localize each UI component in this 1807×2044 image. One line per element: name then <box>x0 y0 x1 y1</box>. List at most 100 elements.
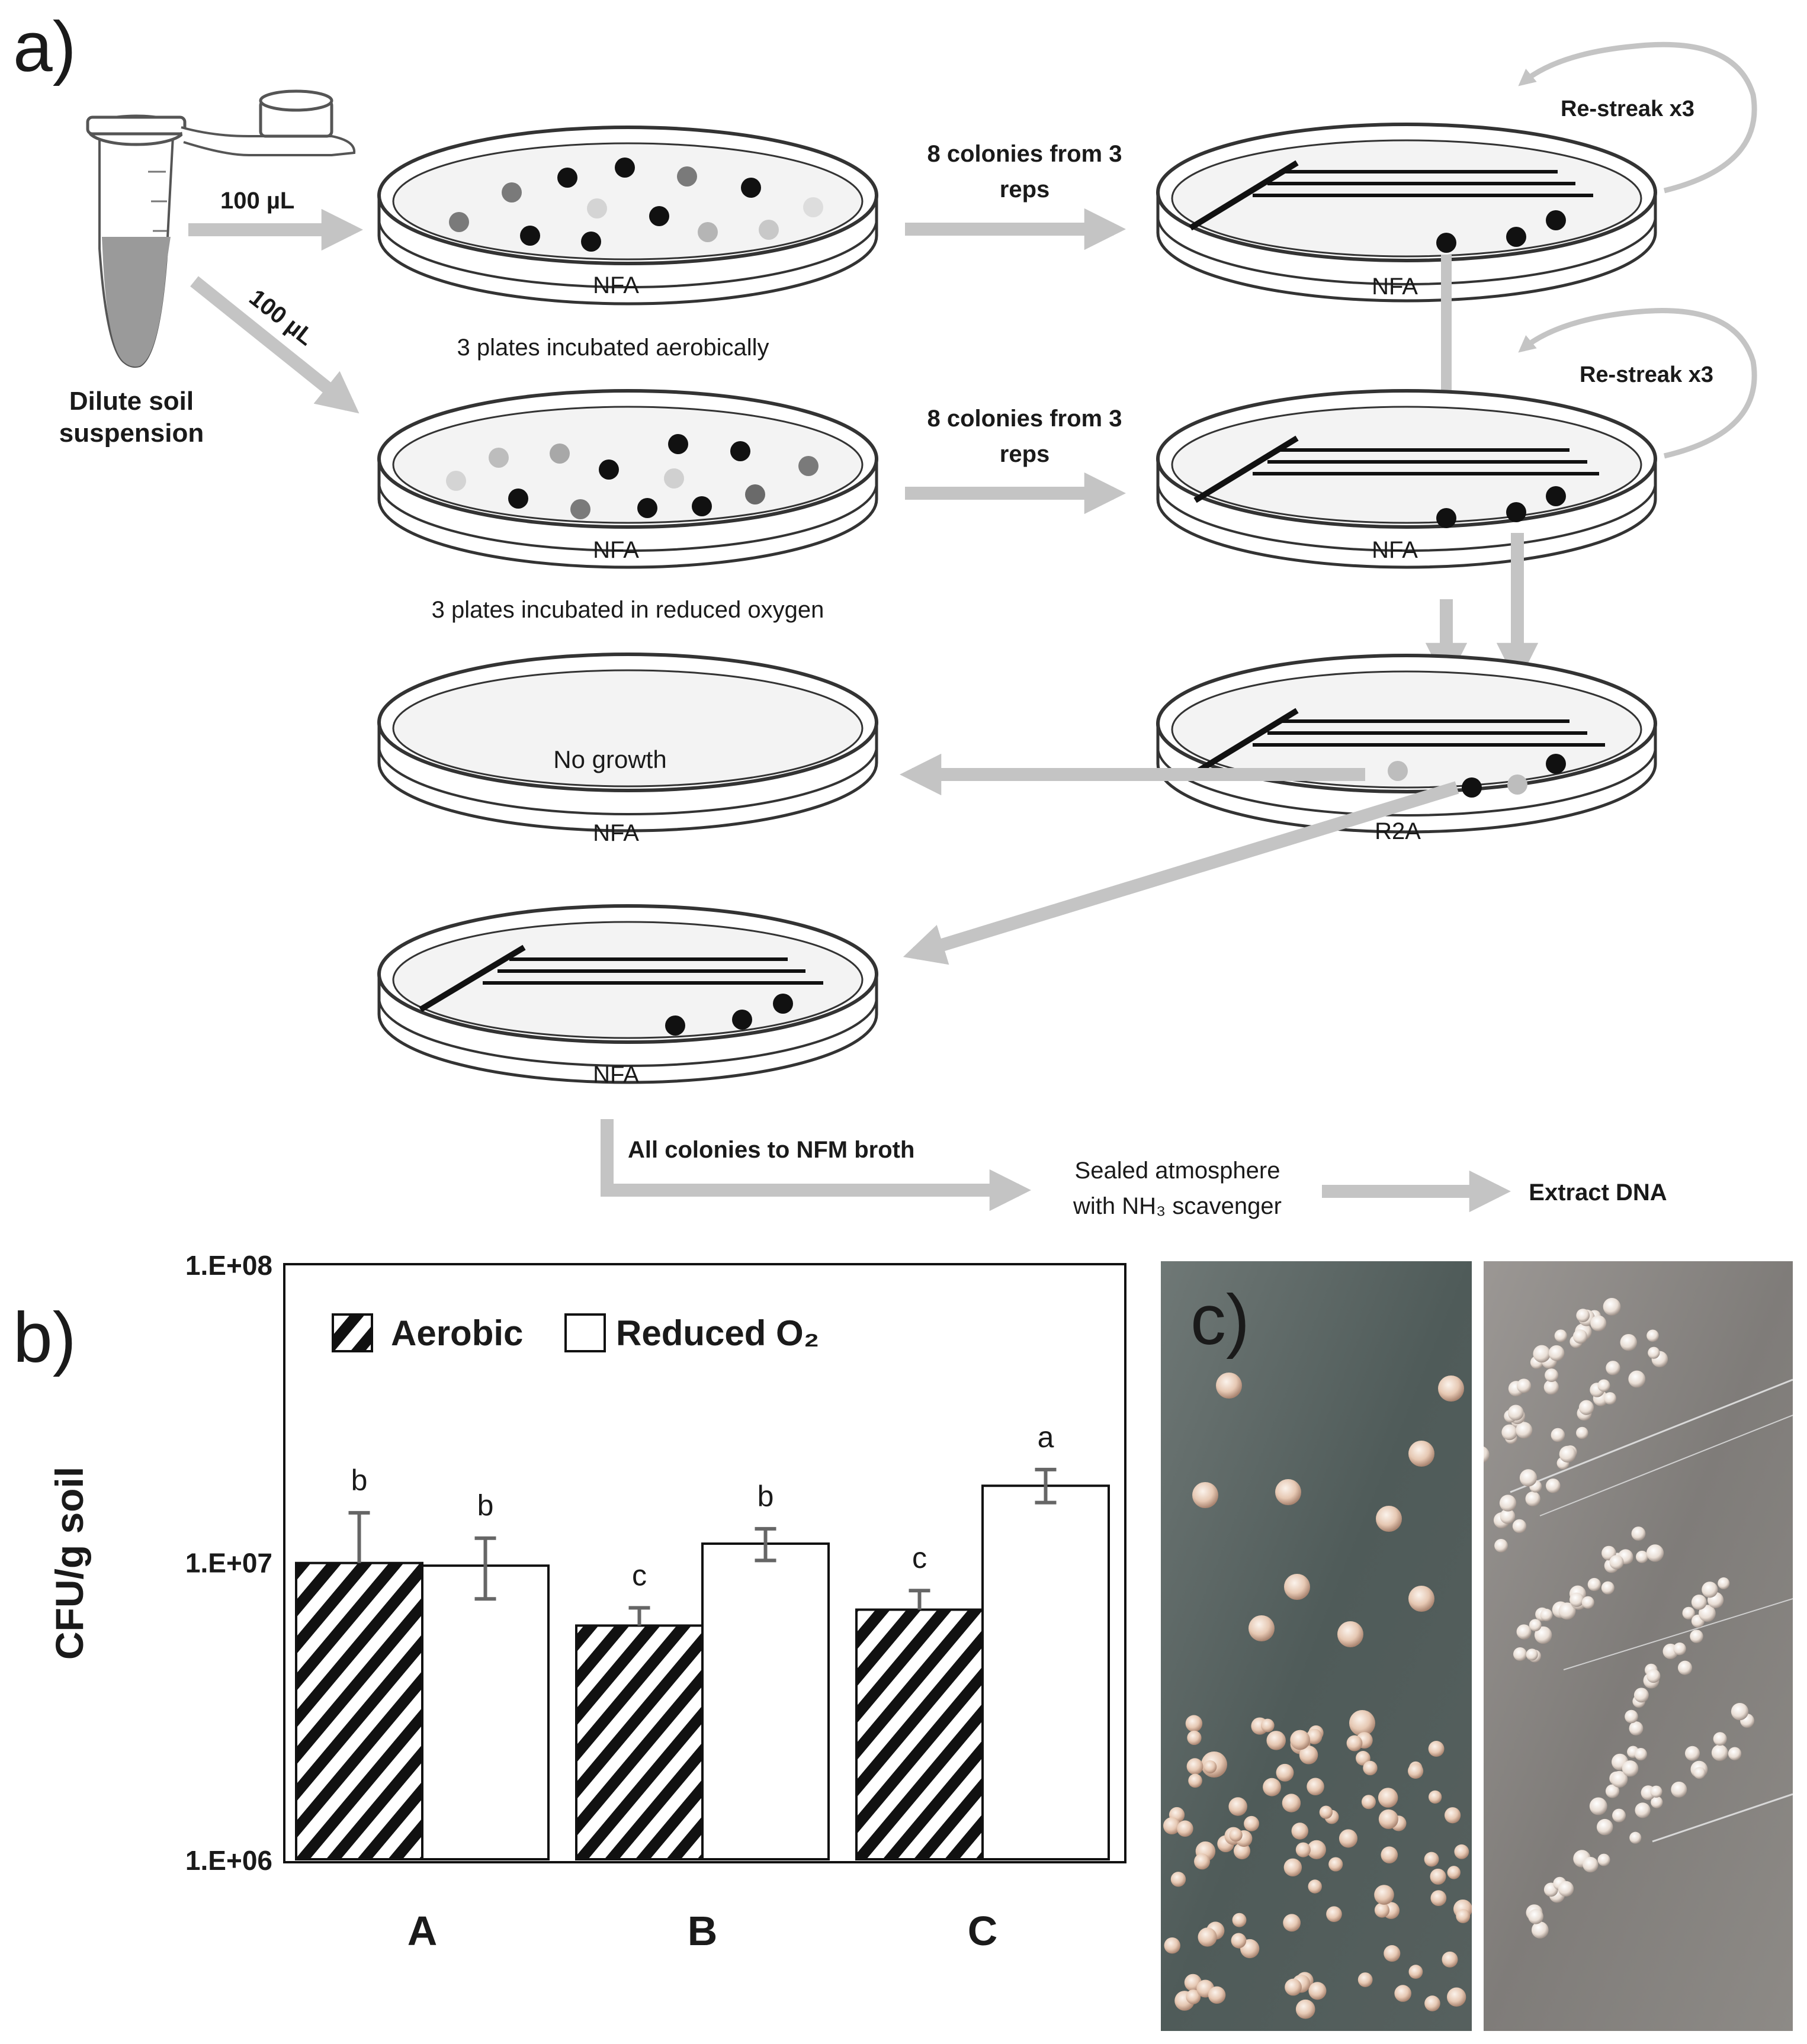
y-tick-label: 1.E+08 <box>185 1250 272 1281</box>
colony <box>1177 1820 1193 1837</box>
colony <box>1620 1334 1637 1351</box>
colony <box>1408 1965 1423 1979</box>
colony <box>1628 1371 1645 1388</box>
colony <box>1362 1795 1376 1809</box>
colony <box>1494 1539 1508 1553</box>
colony <box>1296 2000 1315 2019</box>
arrow-label-1-line-1: 8 colonies from 3 <box>927 141 1122 167</box>
colony <box>1517 1624 1532 1639</box>
colony <box>1634 1688 1649 1702</box>
colony <box>1529 1619 1542 1631</box>
significance-letter: c <box>632 1558 647 1592</box>
y-tick-label: 1.E+06 <box>185 1845 272 1876</box>
colony <box>1378 1788 1398 1807</box>
colony <box>1526 1492 1540 1506</box>
colony <box>1429 1741 1445 1757</box>
arrow-label-1-line-2: reps <box>1000 176 1050 203</box>
colony <box>1702 1582 1718 1598</box>
colony <box>1284 1859 1302 1876</box>
step-sealed-line-2: with NH₃ scavenger <box>1073 1193 1282 1219</box>
panel-a-label: a) <box>13 7 76 86</box>
colony <box>1606 1361 1620 1375</box>
colony <box>1597 1819 1613 1835</box>
colony <box>1187 1731 1201 1745</box>
colony <box>1326 1906 1342 1922</box>
colony <box>1646 1544 1664 1561</box>
colony <box>1363 1761 1377 1775</box>
caption-reduced: 3 plates incubated in reduced oxygen <box>432 597 824 623</box>
colony <box>1673 1643 1686 1655</box>
colony <box>1622 1760 1638 1776</box>
colony <box>1394 1985 1411 2002</box>
colony <box>1579 1400 1594 1415</box>
colony <box>1228 1797 1247 1815</box>
colony <box>1424 1852 1439 1867</box>
colony <box>1203 1760 1217 1773</box>
colony <box>1424 1995 1440 2011</box>
colony <box>1248 1615 1275 1641</box>
colony <box>1520 1469 1537 1486</box>
plate-label-final: NFA <box>593 1062 639 1088</box>
colony <box>1456 1909 1470 1923</box>
colony <box>1604 1392 1616 1405</box>
colony <box>1231 1933 1247 1949</box>
colony <box>1590 1798 1607 1815</box>
colony <box>1285 1979 1302 1996</box>
colony <box>1576 1309 1590 1322</box>
colony <box>1307 1778 1324 1795</box>
no-growth-text: No growth <box>553 745 666 773</box>
colony <box>1472 1446 1490 1464</box>
colony <box>1198 1927 1217 1946</box>
colony <box>1266 1731 1286 1750</box>
plate-label-restreak-1: NFA <box>1372 274 1418 300</box>
step-extract-dna: Extract DNA <box>1529 1180 1667 1206</box>
bar-aerobic-A <box>296 1563 422 1859</box>
colony <box>1438 1375 1464 1402</box>
colony <box>1187 1758 1203 1775</box>
colony <box>1347 1736 1363 1751</box>
colony <box>1693 1767 1705 1779</box>
colony <box>1636 1551 1648 1563</box>
colony <box>1308 1982 1326 2000</box>
colony <box>1447 1866 1461 1879</box>
colony <box>1597 1379 1610 1391</box>
colony <box>1648 1347 1660 1359</box>
colony <box>1545 1368 1558 1382</box>
colony <box>1635 1802 1650 1818</box>
step-sealed-line-1: Sealed atmosphere <box>1075 1158 1280 1184</box>
colony <box>1328 1857 1343 1871</box>
colony <box>1728 1747 1741 1760</box>
arrow-label-2-line-2: reps <box>1000 441 1050 467</box>
x-category-label: A <box>407 1908 438 1954</box>
colony <box>1692 1595 1707 1610</box>
panel-c: c) <box>1161 1261 1793 2031</box>
colony <box>1549 1345 1565 1361</box>
colony <box>1609 1555 1623 1569</box>
colony <box>1517 1378 1531 1393</box>
colony-photo-reduced <box>1472 1261 1793 2031</box>
legend-label-reduced: Reduced O₂ <box>616 1313 819 1353</box>
arrow-label-2-line-1: 8 colonies from 3 <box>927 406 1122 432</box>
colony <box>1559 1446 1576 1463</box>
colony <box>1625 1710 1638 1724</box>
colony <box>1671 1782 1687 1798</box>
significance-letter: a <box>1038 1420 1054 1454</box>
colony <box>1532 1921 1549 1939</box>
colony <box>1275 1479 1301 1505</box>
colony <box>1186 1715 1202 1731</box>
colony <box>1171 1872 1186 1886</box>
colony <box>1447 1988 1466 2007</box>
colony <box>1261 1719 1275 1733</box>
colony <box>1718 1577 1729 1589</box>
colony <box>1276 1764 1294 1782</box>
colony <box>1712 1744 1728 1761</box>
colony <box>1216 1373 1242 1399</box>
colony <box>1379 1810 1398 1829</box>
colony <box>1588 1578 1601 1591</box>
colony <box>1528 1909 1543 1924</box>
colony <box>1731 1703 1748 1720</box>
colony <box>1551 1428 1565 1442</box>
petri-dish-final <box>379 906 877 1082</box>
colony <box>1442 1952 1458 1968</box>
colony <box>1635 1748 1647 1760</box>
